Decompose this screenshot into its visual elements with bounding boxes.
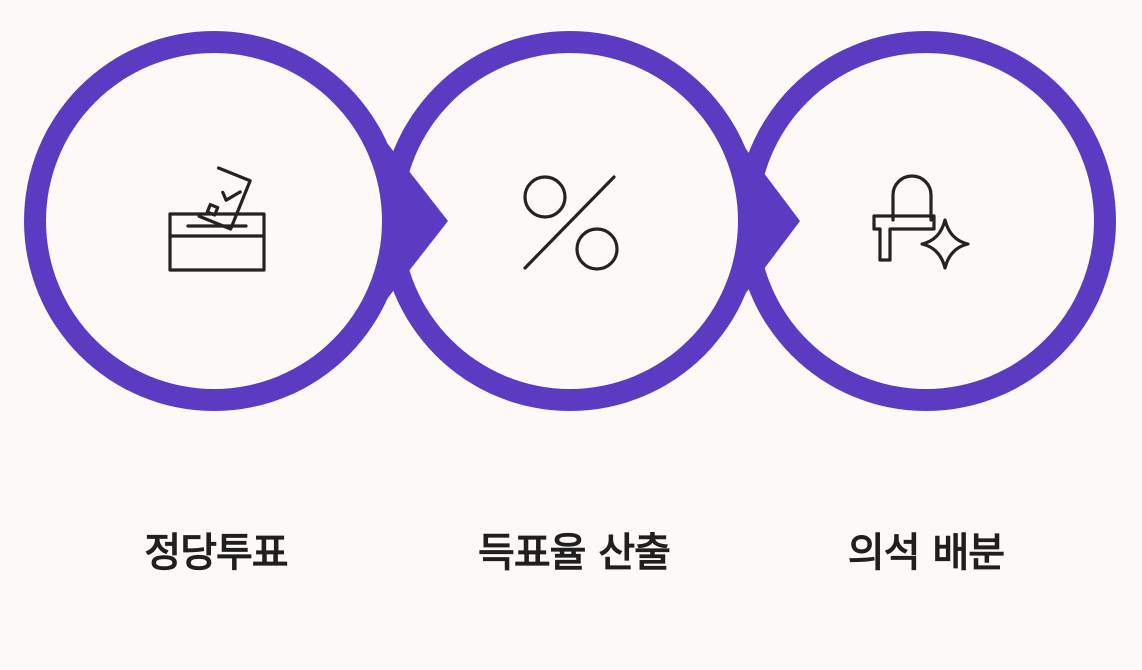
ballot-box-icon <box>168 166 266 272</box>
percent-icon <box>523 175 619 271</box>
step-2-label: 득표율 산출 <box>478 530 671 576</box>
step-3-inner <box>758 53 1094 389</box>
step-3-node <box>736 31 1116 411</box>
step-1-label: 정당투표 <box>144 530 288 576</box>
process-flow-diagram <box>24 31 1116 411</box>
step-3-label: 의석 배분 <box>847 530 1005 576</box>
parliament-seat-icon <box>872 174 970 270</box>
step-1-node <box>24 31 448 411</box>
step-1-arrow <box>344 88 448 354</box>
step-2-arrow <box>700 88 800 354</box>
